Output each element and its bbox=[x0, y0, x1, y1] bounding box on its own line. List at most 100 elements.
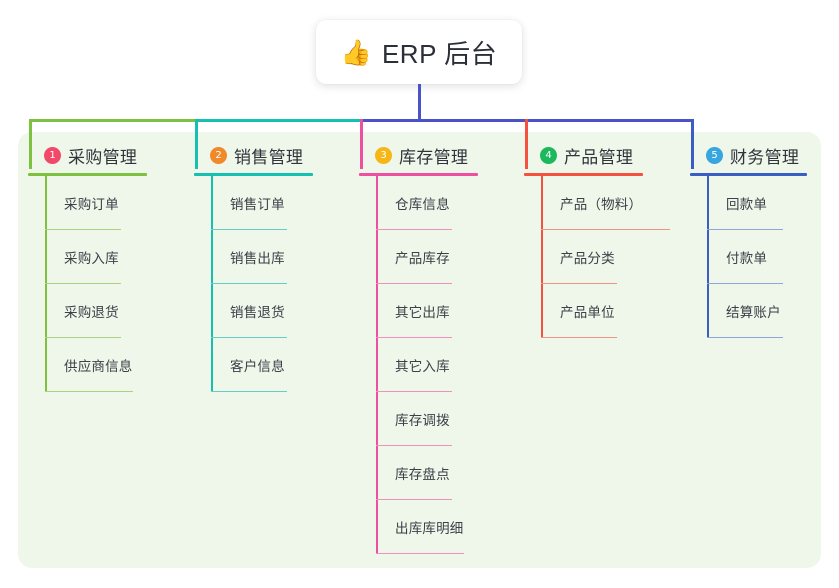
branch-spine bbox=[541, 176, 543, 338]
leaf-node-underline bbox=[541, 282, 617, 284]
root-node-content: 👍 ERP 后台 bbox=[341, 34, 497, 71]
leaf-node[interactable]: 其它入库 bbox=[359, 338, 478, 392]
branch-header-underline bbox=[524, 173, 643, 176]
branch-title: 销售管理 bbox=[234, 147, 304, 167]
branch-header-3[interactable]: 3 库存管理 bbox=[359, 143, 478, 167]
branch-index-badge: 3 bbox=[375, 146, 392, 164]
leaf-node-underline bbox=[707, 228, 783, 230]
leaf-node[interactable]: 销售退货 bbox=[194, 284, 313, 338]
leaf-node[interactable]: 结算账户 bbox=[690, 284, 807, 338]
leaf-node[interactable]: 客户信息 bbox=[194, 338, 313, 392]
leaf-node-label: 采购退货 bbox=[64, 305, 119, 320]
leaf-node[interactable]: 供应商信息 bbox=[28, 338, 147, 392]
leaf-node-underline bbox=[45, 336, 121, 338]
leaf-node-label: 采购订单 bbox=[64, 197, 119, 212]
leaf-node-label: 客户信息 bbox=[230, 359, 285, 374]
leaf-node-label: 库存盘点 bbox=[395, 467, 450, 482]
branch-title: 财务管理 bbox=[730, 147, 800, 167]
leaf-node-underline bbox=[211, 282, 287, 284]
leaf-node-underline bbox=[376, 444, 452, 446]
branch-drop-3 bbox=[360, 119, 363, 169]
branch-items-2: 销售订单销售出库销售退货客户信息 bbox=[194, 176, 313, 392]
leaf-node[interactable]: 付款单 bbox=[690, 230, 807, 284]
leaf-node-underline bbox=[376, 336, 452, 338]
leaf-node-underline bbox=[45, 390, 133, 392]
leaf-node-label: 采购入库 bbox=[64, 251, 119, 266]
leaf-node-underline bbox=[376, 390, 452, 392]
branch-header-5[interactable]: 5 财务管理 bbox=[690, 143, 807, 167]
leaf-node[interactable]: 采购订单 bbox=[28, 176, 147, 230]
leaf-node[interactable]: 回款单 bbox=[690, 176, 807, 230]
branch-items-3: 仓库信息产品库存其它出库其它入库库存调拨库存盘点出库库明细 bbox=[359, 176, 478, 554]
leaf-node[interactable]: 销售订单 bbox=[194, 176, 313, 230]
leaf-node-label: 产品单位 bbox=[560, 305, 615, 320]
leaf-node[interactable]: 库存盘点 bbox=[359, 446, 478, 500]
branch-index-badge: 5 bbox=[706, 146, 723, 164]
branch-title: 库存管理 bbox=[399, 147, 469, 167]
leaf-node[interactable]: 产品单位 bbox=[524, 284, 643, 338]
branch-index-badge: 4 bbox=[540, 146, 557, 164]
leaf-node-underline bbox=[45, 228, 121, 230]
leaf-node-label: 其它入库 bbox=[395, 359, 450, 374]
branch-drop-4 bbox=[525, 119, 528, 169]
branch-items-4: 产品（物料） 产品分类产品单位 bbox=[524, 176, 671, 338]
branch-header-4[interactable]: 4 产品管理 bbox=[524, 143, 643, 167]
leaf-node-label: 销售退货 bbox=[230, 305, 285, 320]
leaf-node-label: 出库库明细 bbox=[395, 521, 464, 536]
branch-items-1: 采购订单采购入库采购退货供应商信息 bbox=[28, 176, 147, 392]
bus-segment-2 bbox=[195, 119, 363, 122]
diagram-canvas bbox=[18, 132, 821, 568]
branch-header-underline bbox=[690, 173, 807, 176]
branch-column-5: 5 财务管理回款单付款单结算账户 bbox=[690, 143, 807, 338]
leaf-node[interactable]: 采购入库 bbox=[28, 230, 147, 284]
leaf-node-underline bbox=[211, 228, 287, 230]
leaf-node[interactable]: 销售出库 bbox=[194, 230, 313, 284]
leaf-node-underline bbox=[707, 336, 783, 338]
root-node-title: ERP 后台 bbox=[381, 38, 498, 69]
branch-items-5: 回款单付款单结算账户 bbox=[690, 176, 807, 338]
leaf-node-underline bbox=[45, 282, 121, 284]
leaf-node[interactable]: 仓库信息 bbox=[359, 176, 478, 230]
branch-column-4: 4 产品管理产品（物料） 产品分类产品单位 bbox=[524, 143, 671, 338]
leaf-node[interactable]: 产品（物料） bbox=[524, 176, 671, 230]
branch-header-underline bbox=[194, 173, 313, 176]
leaf-node[interactable]: 采购退货 bbox=[28, 284, 147, 338]
trunk-connector bbox=[418, 84, 421, 122]
leaf-node-underline bbox=[376, 552, 464, 554]
root-node-card[interactable]: 👍 ERP 后台 bbox=[316, 20, 522, 84]
leaf-node-underline bbox=[376, 228, 452, 230]
branch-drop-5 bbox=[691, 119, 694, 169]
branch-drop-1 bbox=[29, 119, 32, 169]
leaf-node-label: 结算账户 bbox=[726, 305, 781, 320]
leaf-node[interactable]: 出库库明细 bbox=[359, 500, 478, 554]
branch-spine bbox=[45, 176, 47, 392]
leaf-node-label: 其它出库 bbox=[395, 305, 450, 320]
leaf-node[interactable]: 其它出库 bbox=[359, 284, 478, 338]
leaf-node-underline bbox=[541, 228, 671, 230]
branch-spine bbox=[211, 176, 213, 392]
branch-drop-2 bbox=[195, 119, 198, 169]
leaf-node-label: 库存调拨 bbox=[395, 413, 450, 428]
leaf-node-underline bbox=[707, 282, 783, 284]
branch-column-3: 3 库存管理仓库信息产品库存其它出库其它入库库存调拨库存盘点出库库明细 bbox=[359, 143, 478, 554]
thumbs-up-icon: 👍 bbox=[340, 37, 372, 67]
leaf-node-label: 销售出库 bbox=[230, 251, 285, 266]
branch-title: 产品管理 bbox=[564, 147, 634, 167]
leaf-node[interactable]: 产品分类 bbox=[524, 230, 643, 284]
leaf-node[interactable]: 产品库存 bbox=[359, 230, 478, 284]
bus-segment-1 bbox=[29, 119, 198, 122]
leaf-node-underline bbox=[211, 336, 287, 338]
leaf-node-underline bbox=[211, 390, 287, 392]
branch-header-underline bbox=[28, 173, 147, 176]
leaf-node-underline bbox=[541, 336, 617, 338]
leaf-node-label: 产品分类 bbox=[560, 251, 615, 266]
leaf-node-label: 付款单 bbox=[726, 251, 768, 266]
leaf-node-underline bbox=[376, 498, 452, 500]
leaf-node-label: 销售订单 bbox=[230, 197, 285, 212]
leaf-node[interactable]: 库存调拨 bbox=[359, 392, 478, 446]
leaf-node-label: 回款单 bbox=[726, 197, 768, 212]
